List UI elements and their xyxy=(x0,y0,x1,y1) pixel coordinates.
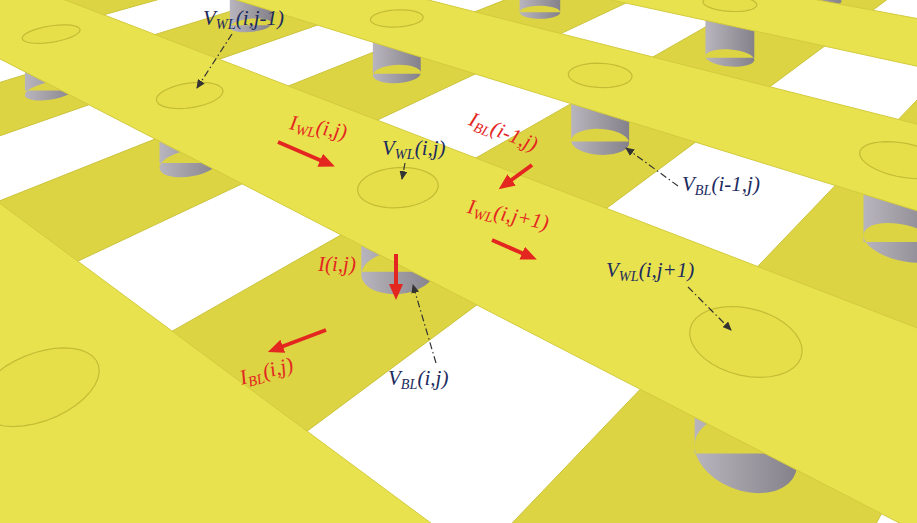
subscript: WL xyxy=(294,121,316,140)
subscript: WL xyxy=(395,146,415,162)
label-part: (i,j) xyxy=(417,366,448,390)
label-part: (i,j) xyxy=(260,352,296,383)
label-part: (i,j+1) xyxy=(639,258,695,282)
current-label: IWL(i,j) xyxy=(288,110,349,144)
label-part: V xyxy=(203,6,216,30)
label-part: (i,j) xyxy=(415,136,446,160)
current-arrows xyxy=(278,142,532,347)
subscript: WL xyxy=(472,205,495,225)
cell-pad xyxy=(0,348,99,427)
label-part: V xyxy=(382,136,395,160)
label-part: (i,j) xyxy=(314,115,349,144)
label-part: (i,j-1) xyxy=(236,6,284,30)
cell-pad xyxy=(690,307,802,378)
label-part: V xyxy=(606,258,619,282)
cell-pad xyxy=(156,82,223,108)
leader-line xyxy=(413,285,436,363)
cell-pad xyxy=(358,167,439,207)
current-label: IBL(i,j) xyxy=(237,352,296,389)
label-part: (i,j) xyxy=(325,252,356,276)
leader-line xyxy=(197,34,232,88)
subscript: BL xyxy=(401,376,418,392)
voltage-label: VWL(i,j-1) xyxy=(203,6,284,30)
current-label: I(i,j) xyxy=(318,252,356,276)
leader-lines xyxy=(197,34,731,363)
leader-line xyxy=(402,163,405,179)
voltage-label: VWL(i,j+1) xyxy=(606,258,694,282)
voltage-label: VBL(i-1,j) xyxy=(682,172,760,196)
label-part: I xyxy=(318,252,325,276)
leader-line xyxy=(626,148,678,186)
voltage-label: VBL(i,j) xyxy=(388,366,448,390)
current-label: IWL(i,j+1) xyxy=(466,194,552,235)
label-part: (i,j+1) xyxy=(492,200,551,235)
cell-pad xyxy=(370,10,423,27)
cell-pad xyxy=(703,0,757,12)
label-part: (i-1,j) xyxy=(487,116,541,156)
subscript: WL xyxy=(216,16,236,32)
subscript: WL xyxy=(619,268,639,284)
current-arrow xyxy=(281,330,326,347)
cell-pad xyxy=(22,25,80,43)
word-line xyxy=(33,0,917,523)
label-part: (i-1,j) xyxy=(711,172,759,196)
current-arrow xyxy=(510,165,532,181)
current-arrow xyxy=(492,240,524,254)
word-line xyxy=(122,0,917,523)
cell-pads xyxy=(0,0,917,427)
current-arrow xyxy=(278,142,322,161)
leader-line xyxy=(688,287,731,330)
label-part: V xyxy=(388,366,401,390)
current-arrow xyxy=(394,254,398,286)
cell-pad xyxy=(568,63,632,87)
label-part: V xyxy=(682,172,695,196)
current-label: IBL(i-1,j) xyxy=(466,107,542,156)
voltage-label: VWL(i,j) xyxy=(382,136,446,160)
cell-pillar xyxy=(520,0,561,19)
subscript: BL xyxy=(695,182,712,198)
cell-pad xyxy=(860,142,917,179)
